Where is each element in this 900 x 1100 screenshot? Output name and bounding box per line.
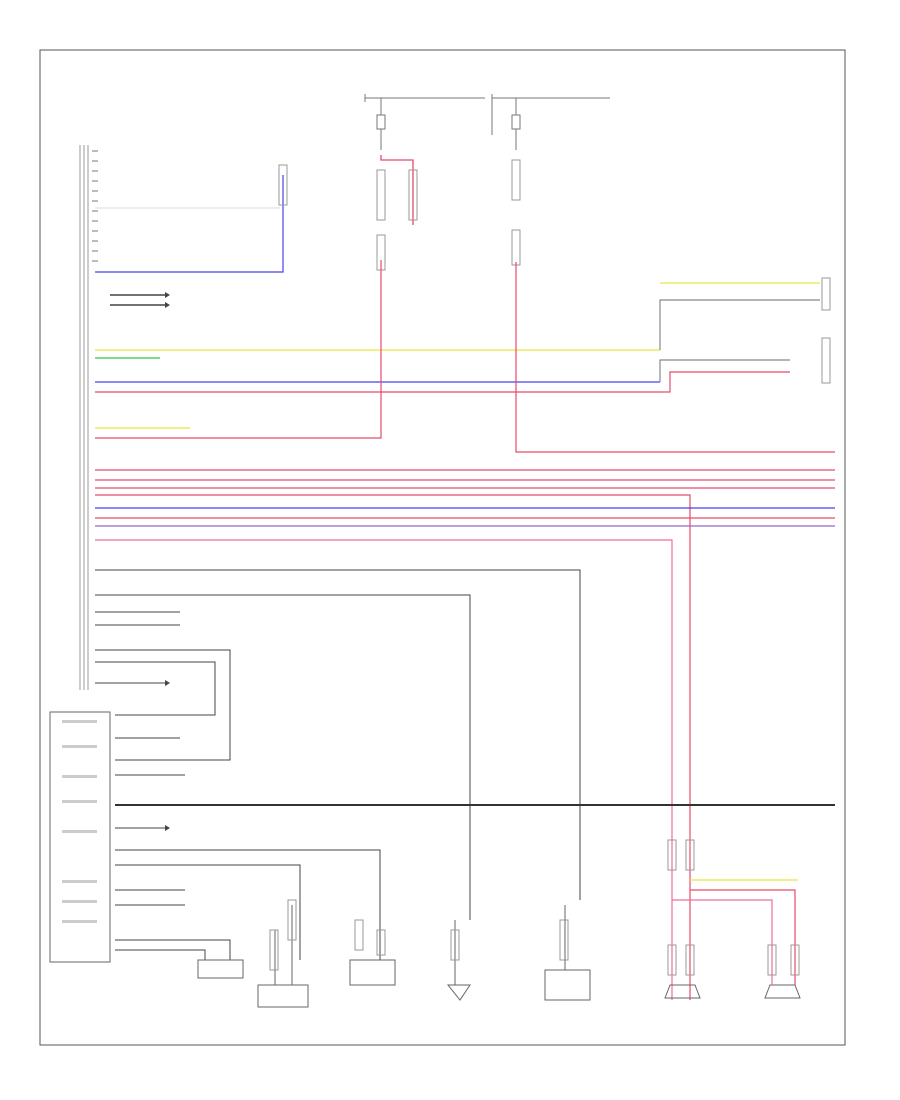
- wire-group-2: [95, 260, 835, 453]
- right-connector-mid: [821, 337, 831, 384]
- connector-block: [511, 229, 521, 266]
- component-antenna-mid: [446, 920, 471, 1001]
- diagram-border: [39, 49, 846, 1046]
- component-speaker-left: [664, 984, 701, 999]
- component-speaker-box: [257, 905, 309, 1008]
- wire-fuse1-red: [380, 155, 414, 225]
- wire-arrows-black: [110, 294, 165, 306]
- connector-block: [511, 159, 521, 201]
- wire-group-black: [95, 569, 581, 960]
- connector-pin-marks: [92, 150, 98, 262]
- component-amplifier: [544, 905, 591, 1001]
- radio-module-labels: [62, 720, 97, 923]
- speaker-connectors: [269, 839, 800, 976]
- connector-pin-icon: [165, 292, 170, 831]
- component-sensor: [349, 959, 396, 986]
- wire-blue-top: [95, 175, 284, 273]
- main-module-connector: [79, 145, 89, 690]
- right-connector-top: [821, 277, 831, 311]
- connector-block: [408, 169, 418, 221]
- wire-group-1: [95, 282, 820, 393]
- wire-group-speakers: [672, 879, 798, 985]
- wire-group-3: [95, 469, 835, 1000]
- component-antenna-left: [197, 959, 244, 979]
- fuse-block-1: [364, 94, 485, 150]
- connector-block: [278, 164, 288, 206]
- fuse-block-2: [491, 94, 610, 150]
- radio-module-box: [49, 711, 111, 963]
- component-speaker-right: [764, 984, 801, 999]
- connector-block: [376, 169, 386, 221]
